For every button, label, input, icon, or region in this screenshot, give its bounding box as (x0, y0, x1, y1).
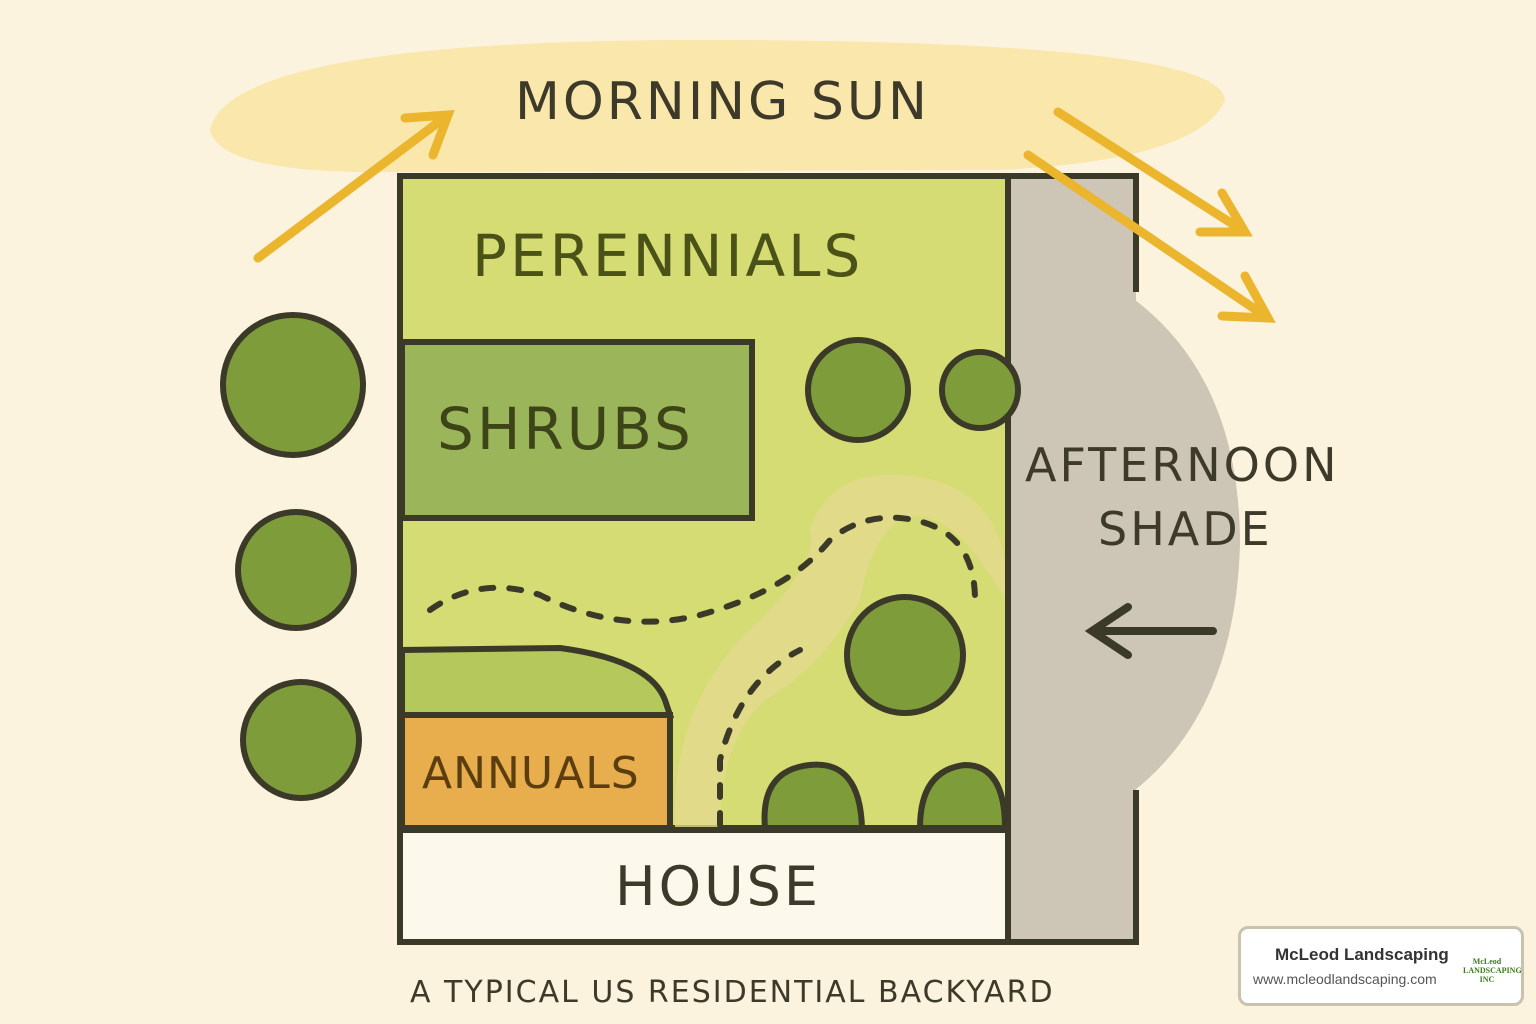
company-name: McLeod Landscaping (1275, 945, 1449, 964)
tree-icons (220, 312, 1021, 831)
shade-label: SHADE (1098, 502, 1273, 556)
company-logo: McLeod LANDSCAPING INC (1463, 957, 1522, 984)
side-yard (1008, 176, 1136, 942)
house-label: HOUSE (615, 855, 822, 918)
sun-glow (210, 40, 1225, 173)
arrow-left-icon (1084, 603, 1217, 659)
annuals-bed (399, 712, 673, 831)
sun-arrow-icons (253, 107, 1276, 323)
shrubs-label: SHRUBS (437, 395, 694, 463)
afternoon-label: AFTERNOON (1025, 438, 1340, 492)
watermark-badge: McLeod Landscaping www.mcleodlandscaping… (1238, 926, 1524, 1006)
company-url: www.mcleodlandscaping.com (1253, 971, 1437, 987)
perennials-label: PERENNIALS (472, 222, 864, 290)
morning-sun-label: MORNING SUN (515, 72, 930, 132)
house (397, 827, 1011, 945)
diagram-caption: A TYPICAL US RESIDENTIAL BACKYARD (410, 975, 1055, 1010)
annuals-label: ANNUALS (422, 748, 640, 799)
garden-path (427, 514, 978, 828)
shrubs-bed (399, 339, 755, 521)
